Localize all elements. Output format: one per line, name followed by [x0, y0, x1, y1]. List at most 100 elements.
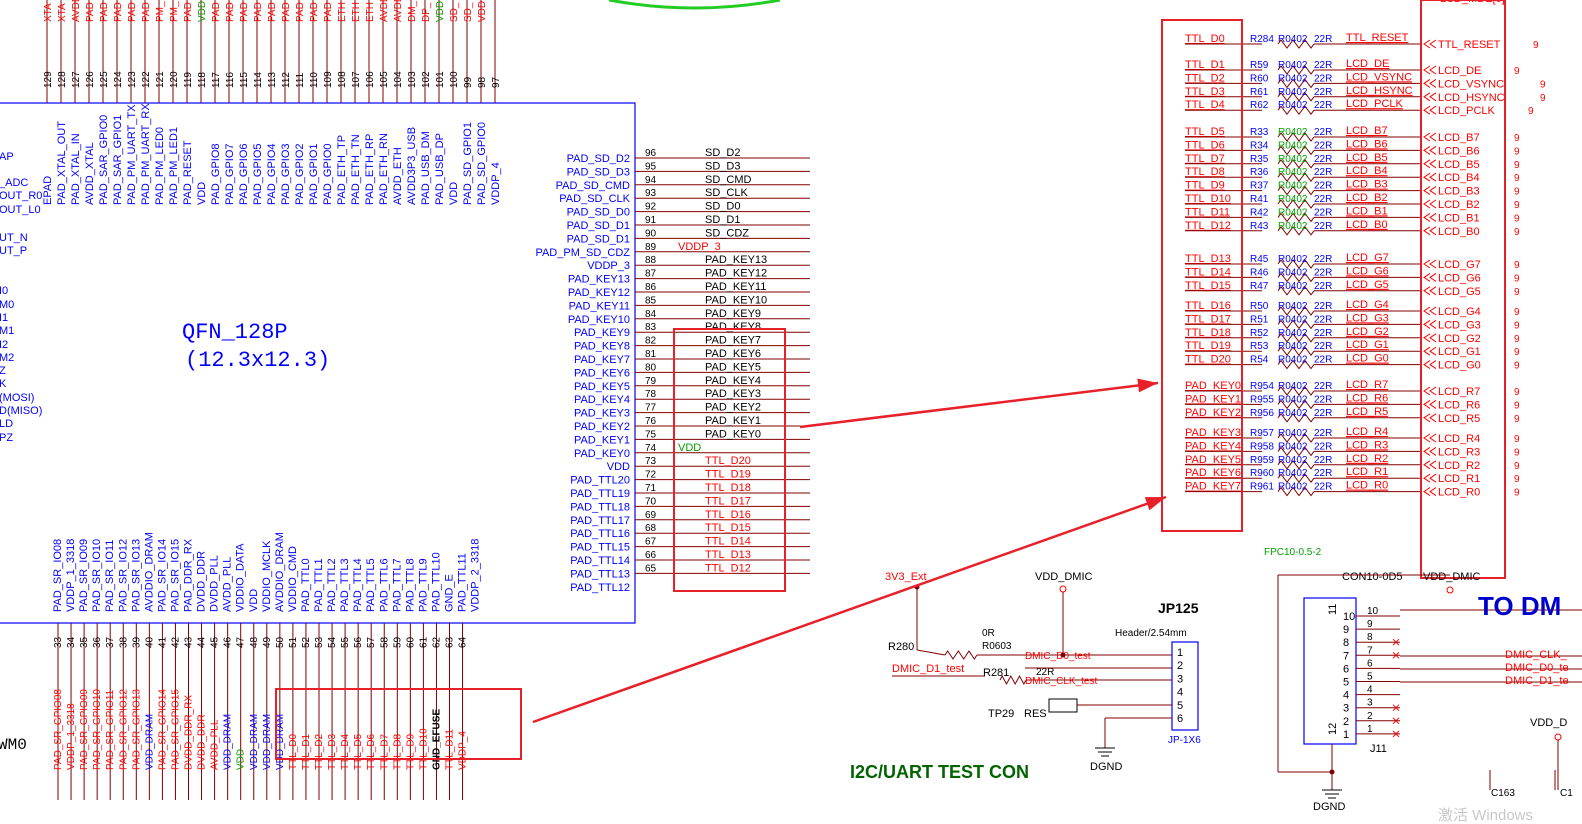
ic-group: QFN_128P(12.3x12.3)129EPADXTA128PAD_XTAL… — [0, 0, 810, 800]
right-pin-number: 69 — [645, 510, 657, 521]
right-pin-net: SD_D2 — [705, 147, 740, 159]
ttl-net-label: TTL_D13 — [1185, 253, 1231, 265]
right-pin-number: 79 — [645, 376, 657, 387]
top-pin-number: 105 — [379, 71, 390, 88]
resistor-ref: R62 — [1250, 100, 1269, 111]
port-label: LCD_R2 — [1438, 460, 1480, 472]
resistor-symbol — [1277, 473, 1315, 484]
resistor-ref: R33 — [1250, 127, 1269, 138]
resistor-ref: R59 — [1250, 60, 1269, 71]
resistor-part: R0402 — [1278, 355, 1308, 366]
top-pin-name: PAD_GPIO7 — [224, 143, 236, 205]
top-pin-net: AVDD_XTAL — [71, 0, 82, 22]
right-pin-number: 78 — [645, 389, 657, 400]
port-label: LCD_R0 — [1438, 487, 1480, 499]
right-pin-name: VDDP_3 — [587, 260, 630, 272]
left-pin-name: K — [0, 378, 7, 390]
cap-c1: C1 — [1560, 788, 1573, 799]
resistor-value: 22R — [1314, 140, 1332, 151]
top-pin-net: PAD — [323, 2, 334, 22]
right-pin-net: VDDP_3 — [678, 241, 721, 253]
bottom-pin-net: VDD_DRAM — [223, 714, 234, 770]
no-connect-mark — [1392, 704, 1400, 712]
port-arrow — [1423, 39, 1437, 49]
right-pin-number: 80 — [645, 362, 657, 373]
resistor-ref: R35 — [1250, 154, 1269, 165]
right-pin-net: TTL_D19 — [705, 469, 751, 481]
resistor-symbol — [1277, 225, 1315, 236]
port-arrow — [1423, 433, 1437, 443]
right-pin-net: TTL_D14 — [705, 536, 751, 548]
right-pin-net: PAD_KEY11 — [705, 281, 766, 293]
bottom-pin-name: PAD_TTL9 — [417, 558, 429, 612]
right-pin-name: PAD_KEY8 — [574, 341, 630, 353]
top-pin-name: PAD_SD_GPIO0 — [476, 122, 488, 205]
lcd-net-label: LCD_B6 — [1346, 138, 1388, 150]
bottom-pin-number: 51 — [288, 636, 299, 648]
right-pin-net: PAD_KEY5 — [705, 361, 761, 373]
ttl-net-label: PAD_KEY6 — [1185, 467, 1241, 479]
resistor-symbol — [1277, 272, 1315, 283]
lcd-net-label: LCD_B5 — [1346, 152, 1388, 164]
lcd-net-label: LCD_G2 — [1346, 326, 1389, 338]
top-pin-net: VDD — [435, 1, 446, 22]
top-pin-name: PAD_PM_LED1 — [168, 127, 180, 205]
bottom-pin-net: PAD_SR_GPIO09 — [79, 689, 90, 770]
lcd-net-label: LCD_R2 — [1346, 453, 1388, 465]
right-pin-name: PAD_PM_SD_CDZ — [535, 247, 630, 259]
port-label: LCD_B5 — [1438, 159, 1480, 171]
left-pin-name: I0 — [0, 285, 8, 297]
bottom-pin-name: VDDIO_CMD — [287, 546, 299, 612]
bottom-pin-net: VDD — [236, 749, 247, 770]
resistor-part: R0402 — [1278, 207, 1308, 218]
top-pin-name: PAD_USB_DM — [420, 131, 432, 205]
right-pin-name: PAD_SD_CMD — [556, 180, 630, 192]
no-connect-mark — [1392, 717, 1400, 725]
ttl-net-label: TTL_D20 — [1185, 354, 1231, 366]
bottom-pin-name: PAD_TTL4 — [352, 558, 364, 612]
top-pin-number: 118 — [197, 72, 208, 88]
right-pin-name: PAD_KEY9 — [574, 327, 630, 339]
page-ref: 9 — [1514, 307, 1520, 318]
tp-label: TP29 — [988, 708, 1014, 720]
bottom-pin-name: PAD_SR_IO10 — [91, 539, 103, 612]
right-pin-number: 68 — [645, 523, 657, 534]
port-label: LCD_G6 — [1438, 272, 1481, 284]
port-arrow — [1423, 487, 1437, 497]
port-label: LCD_G0 — [1438, 360, 1481, 372]
top-pin-number: 117 — [211, 72, 222, 88]
right-pin-net: TTL_D18 — [705, 482, 751, 494]
resistor-part: R0402 — [1278, 428, 1308, 439]
page-ref: 9 — [1514, 173, 1520, 184]
resistor-value: 22R — [1314, 181, 1332, 192]
dmic-d0-label: DMIC_D0_test — [1025, 651, 1091, 662]
top-pin-name: PAD_XTAL_OUT — [56, 121, 68, 205]
bottom-pin-name: PAD_TTL7 — [391, 558, 403, 612]
fpc-pin-outer: 3 — [1367, 698, 1373, 709]
fpc-pin-outer: 7 — [1367, 645, 1373, 656]
bottom-pin-net: VDDP_4 — [458, 731, 469, 770]
resistor-symbol — [1277, 132, 1315, 142]
resistor-part: R0402 — [1278, 314, 1308, 325]
lcd-net-label: LCD_VSYNC — [1346, 71, 1412, 83]
ic-package-label: QFN_128P — [182, 320, 288, 345]
top-pin-number: 121 — [155, 71, 166, 88]
top-pin-net: PAD — [99, 2, 110, 22]
left-pin-name: UT_P — [0, 245, 27, 257]
page-ref: 9 — [1514, 414, 1520, 425]
bottom-pin-name: DVDD_PLL — [209, 555, 221, 612]
right-pin-net: TTL_D17 — [705, 495, 751, 507]
top-pin-net: AVDD_ETH — [379, 0, 390, 22]
bottom-pin-name: AVDDIO_DRAM — [143, 532, 155, 612]
r280-wire — [916, 649, 946, 656]
resistor-symbol — [1277, 91, 1315, 102]
resistor-value: 22R — [1314, 167, 1332, 178]
port-arrow — [1423, 92, 1437, 102]
port-label: LCD_B7 — [1438, 132, 1480, 144]
lcd-net-label: LCD_G1 — [1346, 339, 1389, 351]
fpc-vdd: VDD_DMIC — [1423, 571, 1481, 583]
top-pin-name: PAD_ETH_RP — [364, 134, 376, 205]
left-pin-name: _ADC — [0, 177, 28, 189]
fpc-pin-inner: 2 — [1343, 716, 1349, 728]
top-pin-name: EPAD — [42, 176, 54, 205]
